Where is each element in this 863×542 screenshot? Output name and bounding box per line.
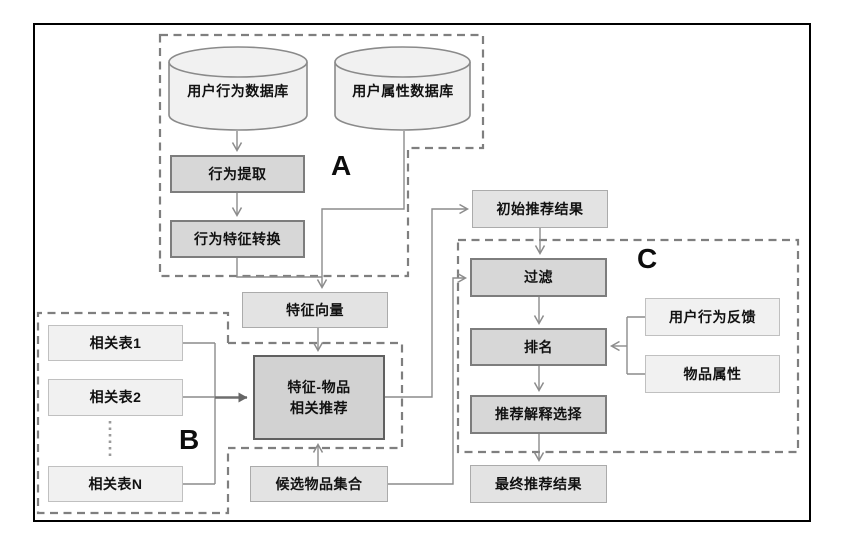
node-initial-results-label: 初始推荐结果 [496, 200, 584, 217]
edge-featureitem-initial [385, 203, 470, 398]
edge-attributedb-featurevector [316, 131, 405, 290]
node-final-results: 最终推荐结果 [470, 465, 607, 503]
node-feature-item-recommend-label-line1: 特征-物品 [287, 378, 351, 395]
node-ranking: 排名 [470, 328, 607, 366]
node-related-table-2-label: 相关表2 [89, 389, 142, 406]
user-behavior-db-cylinder [168, 46, 308, 131]
section-a-label: A [331, 150, 352, 181]
node-feature-item-recommend-label-line2: 相关推荐 [290, 399, 348, 416]
node-feature-item-recommend: 特征-物品 相关推荐 [253, 355, 385, 440]
node-user-behavior-db-label: 用户行为数据库 [187, 83, 289, 99]
node-feature-vector-label: 特征向量 [286, 301, 344, 318]
node-ranking-label: 排名 [524, 338, 553, 355]
section-c-outline [456, 238, 800, 454]
node-filter: 过滤 [470, 258, 607, 297]
node-behavior-extract-label: 行为提取 [208, 165, 267, 182]
node-user-attribute-db-label: 用户属性数据库 [352, 83, 454, 99]
node-user-behavior-feedback-label: 用户行为反馈 [669, 308, 756, 325]
node-related-table-n: 相关表N [48, 466, 183, 502]
node-candidate-item-set-label: 候选物品集合 [275, 475, 363, 492]
user-attribute-db-cylinder [334, 46, 471, 131]
edge-candidate-filter [388, 272, 468, 485]
node-initial-results: 初始推荐结果 [472, 190, 608, 228]
connectors [183, 131, 645, 485]
node-related-table-2: 相关表2 [48, 379, 183, 416]
node-related-table-1-label: 相关表1 [89, 334, 142, 351]
node-related-table-1: 相关表1 [48, 325, 183, 361]
edge-tables-bus [183, 342, 216, 485]
section-b-label: B [179, 424, 200, 455]
edge-transform-merge [236, 258, 322, 278]
node-related-table-n-label: 相关表N [88, 475, 143, 492]
node-behavior-feature-transform: 行为特征转换 [170, 220, 305, 258]
node-user-behavior-feedback: 用户行为反馈 [645, 298, 780, 336]
node-feature-vector: 特征向量 [242, 292, 388, 328]
node-behavior-feature-transform-label: 行为特征转换 [194, 230, 281, 247]
node-behavior-extract: 行为提取 [170, 155, 305, 193]
node-filter-label: 过滤 [524, 269, 553, 286]
node-explanation-selection: 推荐解释选择 [470, 395, 607, 434]
node-item-attributes-label: 物品属性 [683, 365, 742, 382]
section-c-label: C [637, 243, 658, 274]
node-candidate-item-set: 候选物品集合 [250, 466, 388, 502]
node-explanation-selection-label: 推荐解释选择 [495, 406, 582, 423]
node-item-attributes: 物品属性 [645, 355, 780, 393]
edge-feedback-bracket [626, 316, 645, 375]
node-final-results-label: 最终推荐结果 [495, 475, 582, 492]
